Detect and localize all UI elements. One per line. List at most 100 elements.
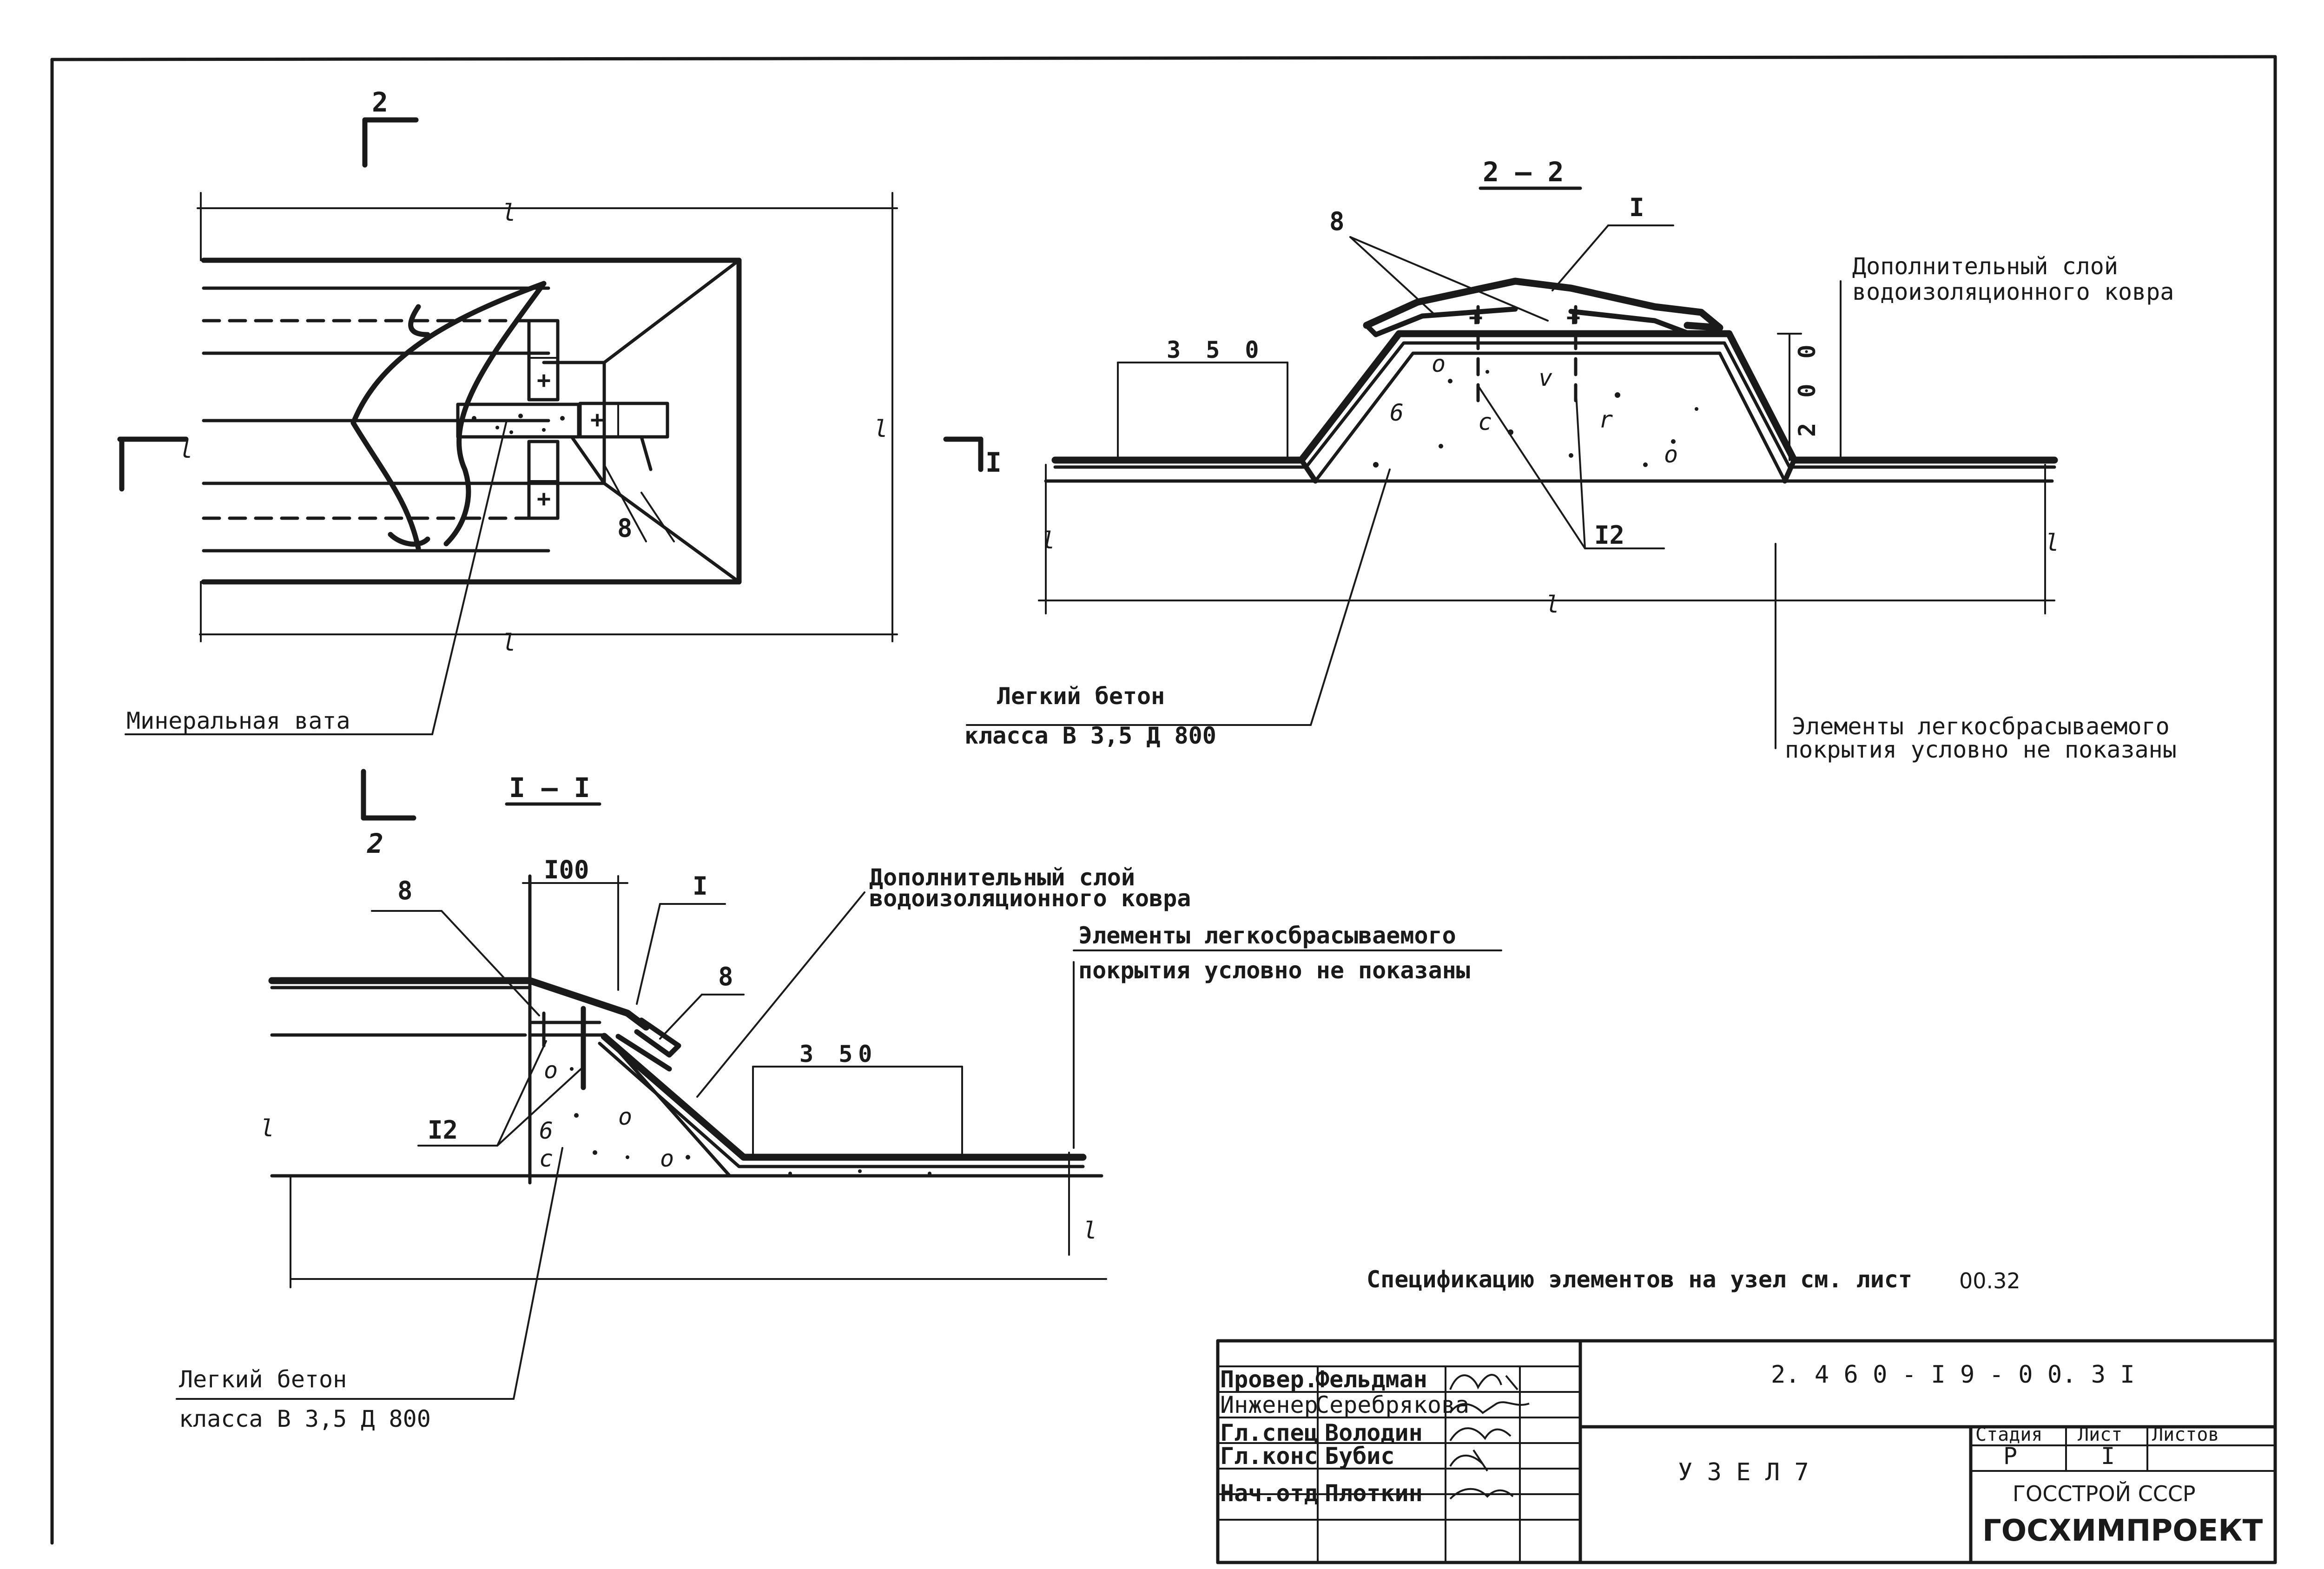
- elements-note: Элементы легкосбрасываемого покрытия усл…: [1775, 543, 2177, 763]
- concrete-hatch: o 6 c o o: [539, 1057, 931, 1175]
- label-elements: Элементы легкосбрасываемого: [1792, 713, 2170, 740]
- signer-name: Бубис: [1325, 1443, 1395, 1470]
- callout-12: I2: [1477, 385, 1665, 550]
- section-title: 2 — 2: [1483, 156, 1564, 188]
- sheet-value: I: [2101, 1443, 2115, 1470]
- dim-label: l: [260, 1115, 274, 1142]
- section-mark-2-bottom: 2: [361, 769, 416, 859]
- section-mark-label: 2: [367, 828, 383, 859]
- break-line: [350, 281, 547, 551]
- callout-number: I2: [1594, 521, 1624, 550]
- dim-label: l: [1545, 591, 1559, 618]
- signer-role: Инженер: [1220, 1391, 1318, 1418]
- callout-number: 8: [397, 876, 413, 905]
- signer-name: Володин: [1325, 1419, 1423, 1446]
- svg-text:v: v: [1538, 364, 1552, 391]
- dim-100: I00: [544, 855, 589, 884]
- callout-8-left: 8: [371, 876, 540, 1016]
- label-concrete: класса В 3,5 Д 800: [964, 722, 1216, 749]
- concrete-hatch: 6 o c v r o: [1373, 350, 1698, 468]
- section-1-1: I — I I00 o 6 c o o: [176, 772, 1502, 1432]
- spec-sheet-ref: 00.32: [1959, 1268, 2020, 1293]
- section-mark-label: 2: [372, 86, 388, 118]
- signer-role: Провер.: [1220, 1366, 1318, 1393]
- spec-note-text: Спецификацию элементов на узел см. лист: [1367, 1266, 1912, 1293]
- plan-callout-8: 8: [603, 464, 675, 543]
- plan-outline: l: [199, 257, 898, 656]
- signer-role: Нач.отд: [1220, 1480, 1318, 1507]
- svg-text:o: o: [1664, 441, 1678, 468]
- plan-view: 2 l l: [117, 86, 1002, 859]
- dim-label: l: [179, 436, 193, 463]
- sheet-header: Лист: [2078, 1424, 2122, 1445]
- anchor-plates: + + +: [527, 319, 669, 520]
- dim-label: l: [1041, 527, 1055, 554]
- svg-text:+: +: [1566, 304, 1580, 331]
- section-2-2: 2 — 2 l l l 6 o c v r o: [964, 156, 2177, 763]
- label-concrete: класса В 3,5 Д 800: [179, 1405, 431, 1432]
- org-line-1: ГОССТРОЙ СССР: [2013, 1481, 2196, 1506]
- dim-350: 3 5 0: [1167, 336, 1265, 363]
- plus-icon: +: [537, 367, 551, 394]
- title-block: 2. 4 6 0 - I 9 - 0 0. 3 I У З Е Л 7 Пров…: [1216, 1339, 2277, 1564]
- sheet-frame: [50, 55, 2277, 1564]
- callout-12: I2: [417, 1040, 582, 1147]
- label-mineral-wool: Минеральная вата: [126, 707, 350, 734]
- dim-label: l: [1083, 1217, 1097, 1244]
- extra-layer-callout: Дополнительный слой водоизоляционного ко…: [696, 864, 1191, 1098]
- dim-label: l: [874, 415, 888, 442]
- signer-name: Серебрякова: [1315, 1391, 1469, 1418]
- callout-1: I: [1552, 193, 1674, 291]
- svg-text:o: o: [1432, 350, 1446, 377]
- callout-number: 8: [718, 962, 733, 991]
- svg-text:c: c: [539, 1145, 553, 1172]
- signer-role: Гл.спец: [1220, 1419, 1318, 1446]
- label-elements: Элементы легкосбрасываемого: [1078, 922, 1456, 949]
- callout-number: I: [693, 871, 708, 901]
- label-extra-layer: Дополнительный слой: [1852, 253, 2118, 280]
- mineral-wool-callout: Минеральная вата: [125, 420, 508, 735]
- callout-number: 8: [1329, 207, 1345, 236]
- label-elements: покрытия условно не показаны: [1078, 957, 1470, 984]
- signer-name: Плоткин: [1325, 1480, 1423, 1507]
- callout-number: 8: [617, 514, 633, 543]
- svg-text:+: +: [1469, 304, 1483, 331]
- plus-icon: +: [590, 406, 604, 433]
- dim-label: l: [2045, 529, 2059, 556]
- svg-text:o: o: [544, 1057, 558, 1084]
- stage-header: Стадия: [1975, 1424, 2043, 1445]
- concrete-callout: Легкий бетон класса В 3,5 Д 800: [964, 468, 1391, 749]
- signer-role: Гл.конс: [1220, 1443, 1318, 1470]
- elements-note: Элементы легкосбрасываемого покрытия усл…: [1073, 922, 1502, 1149]
- doc-number: 2. 4 6 0 - I 9 - 0 0. 3 I: [1771, 1361, 2135, 1389]
- node-name: У З Е Л 7: [1678, 1458, 1809, 1486]
- svg-text:6: 6: [539, 1117, 553, 1144]
- ridge-pyramid: [542, 258, 741, 584]
- callout-1: I: [636, 871, 726, 1005]
- section-mark-2-top: 2: [362, 86, 419, 168]
- extra-layer-callout: Дополнительный слой водоизоляционного ко…: [1840, 253, 2174, 461]
- callout-8: 8: [1329, 207, 1549, 322]
- stage-value: Р: [2003, 1443, 2017, 1470]
- callout-8-right: 8: [659, 962, 745, 1040]
- signer-name: Фельдман: [1315, 1366, 1427, 1393]
- plan-side-marks: l l I: [117, 415, 1002, 492]
- section-mark-label: I: [985, 447, 1002, 478]
- svg-text:o: o: [618, 1103, 632, 1130]
- plus-icon: +: [537, 485, 551, 512]
- section-title: I — I: [509, 772, 590, 804]
- svg-text:c: c: [1478, 409, 1492, 435]
- label-extra-layer: водоизоляционного ковра: [869, 885, 1191, 912]
- label-extra-layer: Дополнительный слой: [869, 864, 1135, 891]
- dim-350: 3 50: [799, 1041, 878, 1068]
- svg-text:6: 6: [1390, 399, 1404, 426]
- svg-text:o: o: [660, 1145, 674, 1172]
- label-extra-layer: водоизоляционного ковра: [1852, 278, 2174, 305]
- label-concrete: Легкий бетон: [997, 683, 1165, 710]
- spec-note: Спецификацию элементов на узел см. лист …: [1367, 1266, 2020, 1293]
- dim-label: l: [502, 199, 516, 226]
- signatures: [1449, 1374, 1530, 1500]
- org-line-2: ГОСХИМПРОЕКТ: [1982, 1514, 2263, 1548]
- callout-number: I: [1629, 193, 1644, 222]
